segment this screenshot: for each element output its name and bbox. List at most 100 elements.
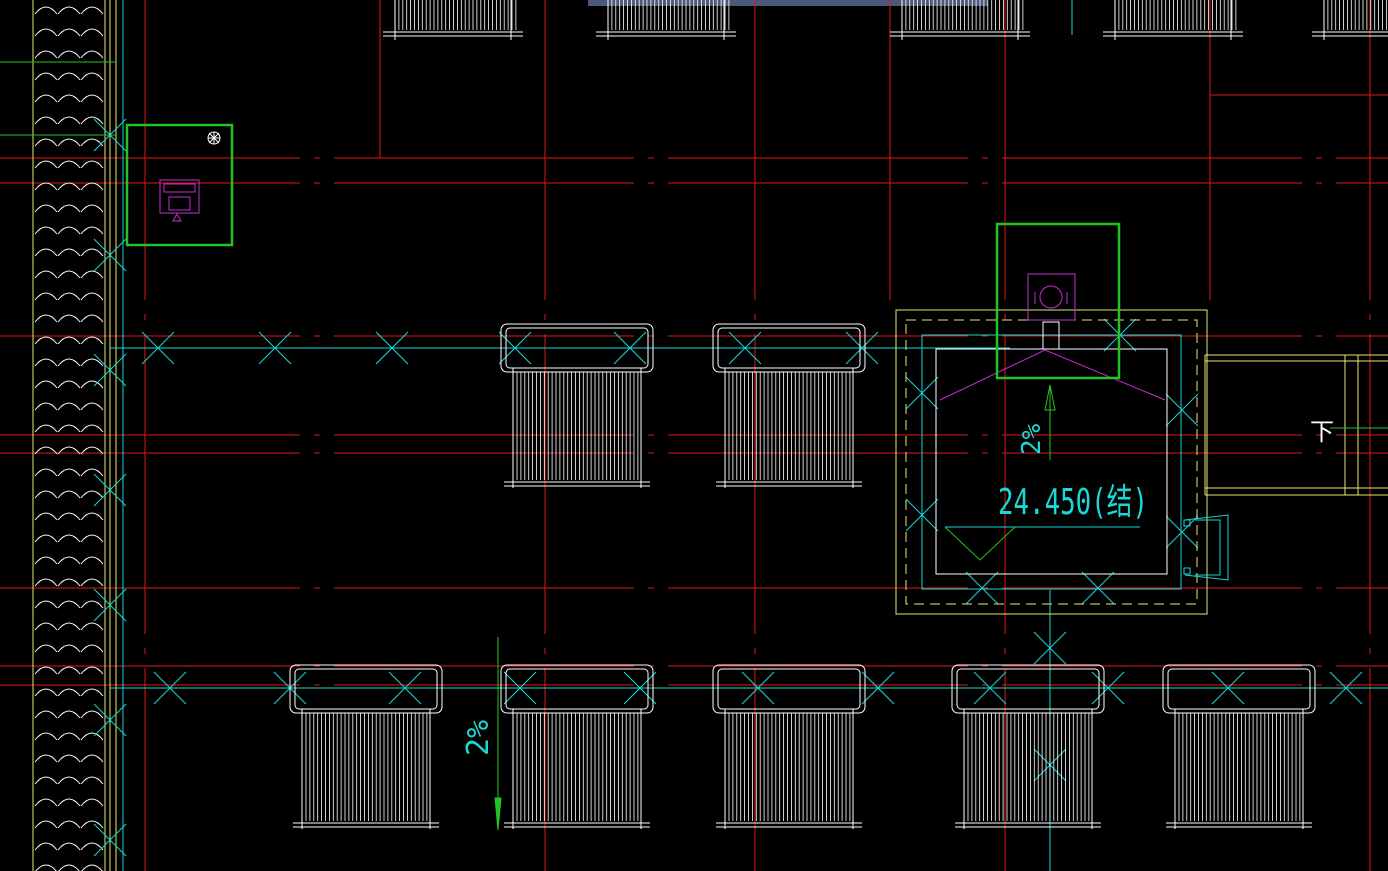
- roof-tile: [80, 248, 104, 257]
- roof-tile: [80, 578, 104, 587]
- roof-tile: [57, 72, 81, 81]
- support-x-mark: [153, 671, 187, 705]
- roof-tile: [34, 270, 58, 279]
- support-x-mark: [93, 588, 127, 622]
- roof-tile: [80, 556, 104, 565]
- roof-tile: [34, 358, 58, 367]
- roof-tile: [80, 732, 104, 741]
- pump-equipment[interactable]: [995, 222, 1121, 380]
- roof-tile: [80, 226, 104, 235]
- support-x-mark: [93, 703, 127, 737]
- water-tank-equipment[interactable]: [125, 123, 234, 247]
- collector-tank: [951, 664, 1105, 714]
- pipe-support-marks: [93, 118, 1363, 857]
- support-x-mark: [861, 671, 895, 705]
- parapet-wall: [32, 0, 117, 871]
- collector-tank-inner: [505, 668, 649, 710]
- collector-tank: [500, 323, 654, 373]
- collector-tank: [1162, 664, 1316, 714]
- roof-tile: [57, 512, 81, 521]
- roof-tile: [34, 116, 58, 125]
- support-x-mark: [141, 331, 175, 365]
- roof-tile: [80, 402, 104, 411]
- roof-tile: [57, 578, 81, 587]
- solar-collector-icon[interactable]: [596, 0, 736, 40]
- roof-tile: [34, 50, 58, 59]
- stair-direction-label: 下: [1310, 418, 1334, 446]
- support-x-mark: [93, 118, 127, 152]
- roof-tile: [57, 600, 81, 609]
- roof-tile: [80, 50, 104, 59]
- elevation-marker: [944, 526, 1140, 561]
- support-x-mark: [375, 331, 409, 365]
- roof-tile: [57, 182, 81, 191]
- roof-tile: [57, 644, 81, 653]
- roof-tile: [34, 556, 58, 565]
- roof-tile: [57, 336, 81, 345]
- roof-tile: [34, 710, 58, 719]
- roof-tile: [57, 776, 81, 785]
- roof-tile: [34, 644, 58, 653]
- roof-tile: [57, 732, 81, 741]
- solar-collector-icon[interactable]: [712, 323, 866, 488]
- roof-tile: [34, 380, 58, 389]
- elevation-label: 24.450(结): [998, 482, 1148, 523]
- roof-tile: [80, 94, 104, 103]
- support-x-mark: [1091, 671, 1125, 705]
- roof-tile: [57, 116, 81, 125]
- solar-collector-icon[interactable]: [890, 0, 1030, 40]
- roof-tile: [34, 666, 58, 675]
- roof-tile: [57, 138, 81, 147]
- roof-tile: [80, 336, 104, 345]
- roof-tile: [80, 776, 104, 785]
- support-x-mark: [93, 823, 127, 857]
- roof-tile-pattern: [34, 6, 104, 871]
- roof-tile: [80, 754, 104, 763]
- support-x-mark: [503, 671, 537, 705]
- roof-tile: [34, 94, 58, 103]
- roof-tile: [34, 820, 58, 829]
- solar-collector-icon[interactable]: [1312, 0, 1388, 40]
- roof-tile: [57, 6, 81, 15]
- roof-tile: [80, 644, 104, 653]
- roof-tile: [80, 160, 104, 169]
- slope-label-lower: 2%: [461, 720, 496, 756]
- title-bar-strip: [588, 0, 988, 6]
- solar-collector-icon[interactable]: [500, 323, 654, 488]
- solar-collector-icon[interactable]: [500, 664, 654, 829]
- solar-collector-icon[interactable]: [1103, 0, 1243, 40]
- roof-tile: [34, 402, 58, 411]
- slope-label-upper: 2%: [1017, 423, 1047, 455]
- roof-tile: [34, 578, 58, 587]
- water-tank-selection-box[interactable]: [125, 123, 234, 247]
- roof-tile: [34, 160, 58, 169]
- roof-tile: [57, 226, 81, 235]
- roof-tile: [34, 842, 58, 851]
- roof-tile: [57, 28, 81, 37]
- support-x-mark: [258, 331, 292, 365]
- solar-collectors-top-row[interactable]: [383, 0, 1388, 40]
- support-x-mark: [1165, 393, 1199, 427]
- solar-collector-icon[interactable]: [289, 664, 443, 829]
- roof-tile: [34, 204, 58, 213]
- roof-tile: [57, 490, 81, 499]
- roof-tile: [34, 512, 58, 521]
- roof-tile: [57, 798, 81, 807]
- roof-tile: [34, 248, 58, 257]
- support-x-mark: [1329, 671, 1363, 705]
- solar-collector-icon[interactable]: [1162, 664, 1316, 829]
- roof-tile: [34, 468, 58, 477]
- pump-selection-box[interactable]: [995, 222, 1121, 380]
- support-x-mark: [965, 571, 999, 605]
- roof-tile: [57, 468, 81, 477]
- support-x-mark: [973, 671, 1007, 705]
- solar-collector-icon[interactable]: [383, 0, 523, 40]
- roof-tile: [80, 666, 104, 675]
- solar-collector-icon[interactable]: [951, 664, 1105, 829]
- roof-tile: [57, 94, 81, 103]
- roof-tile: [57, 380, 81, 389]
- solar-collector-icon[interactable]: [712, 664, 866, 829]
- solar-collectors[interactable]: [289, 323, 1316, 829]
